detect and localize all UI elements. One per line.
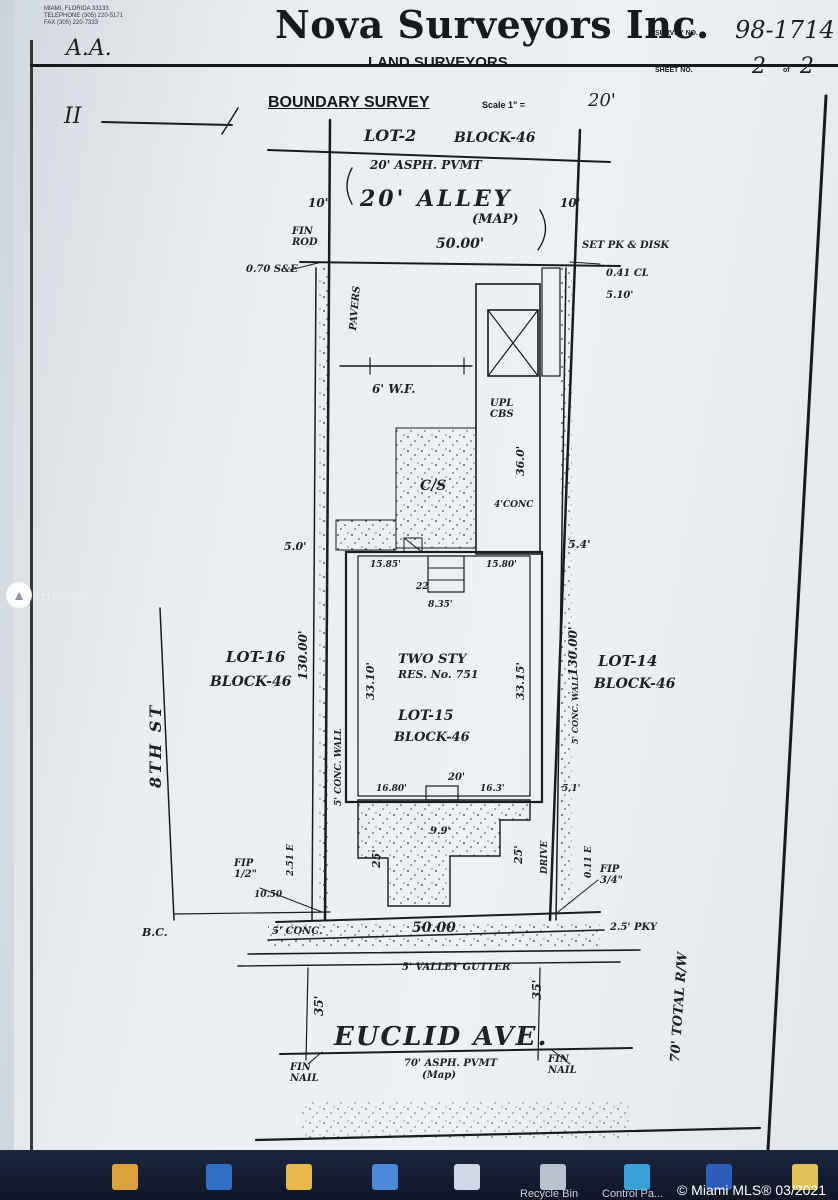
scale-value: 20' (588, 90, 616, 111)
lot-depth-right: 130.00' (566, 626, 580, 676)
fip-left-2: 10.50 (254, 890, 283, 900)
fip-right: FIP 3/4" (600, 864, 623, 886)
fin-nail-left: FIN NAIL (290, 1062, 319, 1084)
dim-top-left: 10' (308, 196, 329, 210)
dim-50-right: 5.4' (568, 538, 591, 551)
sheet-of: of (783, 67, 790, 74)
offset-right: 0.41 CL (606, 268, 649, 279)
drive-left: 25' (370, 849, 383, 868)
windows-taskbar: Recycle Bin Control Pa... © Miami MLS® 0… (0, 1150, 838, 1200)
offset-right-2: 5.10' (606, 290, 634, 301)
width-bottom: 50.00 (412, 920, 456, 936)
dim-50-left: 5.0' (284, 540, 307, 553)
mls-logo-icon: ▲ (6, 582, 32, 608)
parkway-label: 2.5' PKY (610, 922, 658, 933)
survey-number: 98-1714 (735, 16, 835, 44)
header-divider (30, 64, 838, 67)
house-desc-1: TWO STY (398, 652, 467, 667)
top-block-label: BLOCK-46 (454, 130, 536, 146)
stoop-label: 4'CONC (494, 500, 534, 510)
front-dim-left: 16.80' (376, 784, 407, 794)
drive-label: DRIVE (540, 840, 550, 874)
top-lot-label: LOT-2 (364, 126, 417, 145)
company-name: Nova Surveyors Inc. (275, 2, 710, 47)
recycle-bin-icon[interactable] (540, 1164, 566, 1190)
alley-map: (MAP) (472, 212, 519, 227)
fin-nail-right: FIN NAIL (548, 1054, 577, 1076)
porch-label: 9.9' (430, 826, 451, 837)
gutter-label: 5' VALLEY GUTTER (402, 962, 511, 973)
recycle-bin-label[interactable]: Recycle Bin (520, 1188, 579, 1200)
upl-label: UPL CBS (490, 398, 514, 420)
survey-paper (14, 0, 838, 1160)
mls-listing-id: A11006083 (33, 592, 88, 603)
initials: A.A. (66, 36, 112, 61)
notes-icon[interactable] (792, 1164, 818, 1190)
app-icon[interactable] (372, 1164, 398, 1190)
stair-mark: 22 (416, 582, 429, 592)
street-pavement: 70' ASPH. PVMT (404, 1058, 498, 1069)
street-map: (Map) (422, 1070, 457, 1081)
app-window-icon[interactable] (206, 1164, 232, 1190)
file-explorer-icon[interactable] (286, 1164, 312, 1190)
survey-no-label: SURVEY NO. (655, 30, 698, 37)
bc-mark: B.C. (142, 926, 168, 939)
fence-label: 6' W.F. (372, 382, 416, 396)
alley-pavement: 20' ASPH. PVMT (370, 158, 482, 172)
recycle-bin-shortcut-icon[interactable] (454, 1164, 480, 1190)
mls-watermark: © Miami MLS® 03/2021 (676, 1182, 826, 1198)
street-side: 8TH ST (146, 702, 165, 788)
mail-icon[interactable] (706, 1164, 732, 1190)
offset-left: 0.70 S&E (246, 264, 298, 275)
front-dim-right: 16.3' (480, 784, 505, 794)
lot-depth-left: 130.00' (296, 630, 310, 680)
lot-right: LOT-14 (598, 652, 658, 670)
lot-left: LOT-16 (226, 648, 286, 666)
front-center: 20' (448, 772, 465, 783)
slab-label: C/S (420, 478, 447, 494)
company-address-3: FAX (305) 220-7333 (44, 20, 99, 26)
sheet-no-label: SHEET NO. (655, 67, 693, 74)
block-left: BLOCK-46 (210, 674, 292, 690)
survey-title: BOUNDARY SURVEY (268, 94, 430, 111)
set-pk-right: SET PK & DISK (582, 240, 670, 251)
north-mark: II (64, 104, 82, 129)
block-right: BLOCK-46 (594, 676, 676, 692)
control-panel-icon[interactable] (624, 1164, 650, 1190)
alley-label: 20' ALLEY (360, 186, 513, 212)
house-len-left: 33.10' (364, 662, 377, 700)
fin-rod-left: FIN ROD (292, 226, 318, 248)
company-address-2: TELEPHONE (305) 220-5171 (44, 13, 124, 19)
company-address-1: MIAMI, FLORIDA 33133 (44, 6, 109, 12)
stairs-width: 8.35' (428, 600, 453, 610)
width-top: 50.00' (436, 236, 485, 252)
dim-bottom-left: 35' (312, 995, 326, 1016)
scale-label: Scale 1" = (482, 100, 526, 110)
pool-depth: 36.0' (514, 445, 527, 476)
block-center: BLOCK-46 (394, 730, 470, 745)
street-name: EUCLID AVE. (334, 1022, 549, 1052)
control-panel-label[interactable]: Control Pa... (602, 1188, 664, 1200)
house-len-right: 33.15' (514, 662, 527, 700)
front-right-small: 5.1' (562, 784, 581, 794)
drive-right: 25' (512, 845, 525, 864)
folder-icon[interactable] (112, 1164, 138, 1190)
fip-right-val: 0.11 E (584, 846, 594, 878)
wall-right: 5' CONC. WALL (570, 674, 580, 744)
dim-bottom-right: 35' (530, 979, 544, 1000)
lot-center: LOT-15 (398, 708, 454, 724)
fip-left-val: 2.51 E (286, 844, 296, 876)
house-desc-2: RES. No. 751 (398, 668, 479, 681)
fip-left: FIP 1/2" (234, 858, 257, 880)
house-dim-right: 15.80' (486, 560, 517, 570)
wall-left: 5' CONC. WALL (334, 728, 344, 806)
left-border (30, 40, 33, 1160)
dim-top-right: 10' (560, 196, 581, 210)
house-dim-left: 15.85' (370, 560, 401, 570)
sidewalk-label: 5' CONC. (272, 926, 323, 937)
